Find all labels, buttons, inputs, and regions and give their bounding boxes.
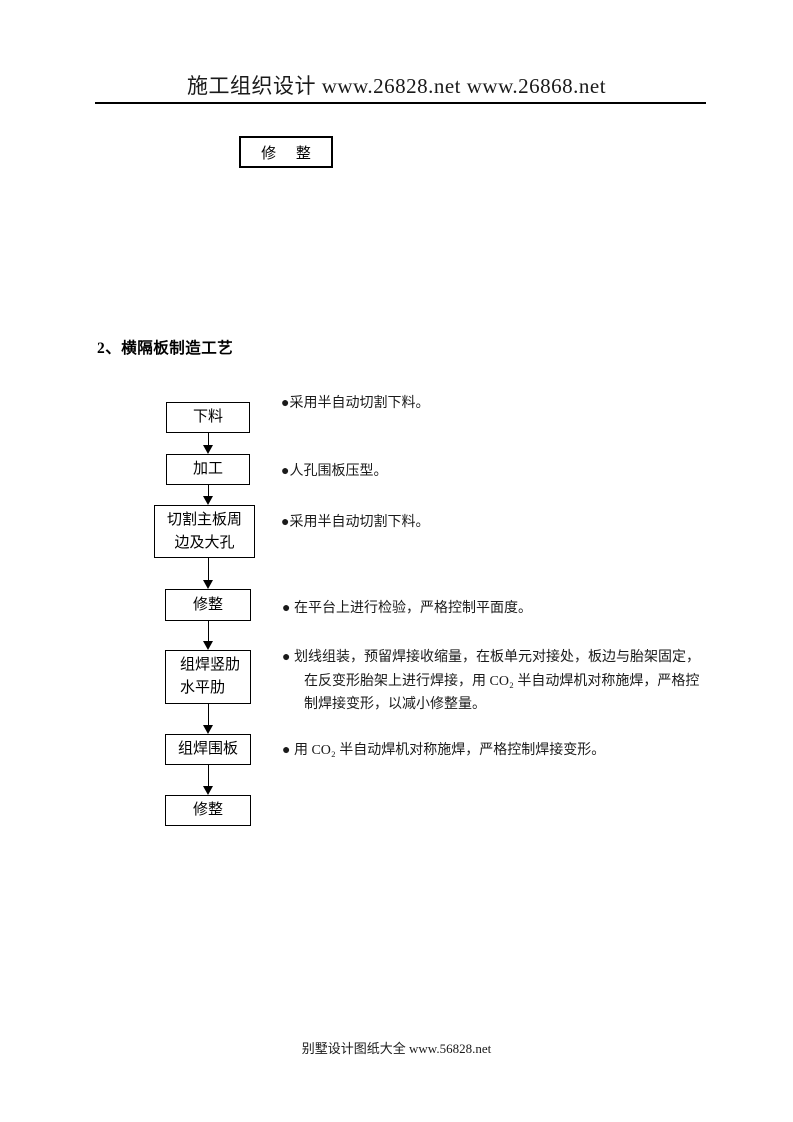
flow-note-xiuzheng: ● 在平台上进行检验，严格控制平面度。 xyxy=(282,601,532,616)
flow-box-label: 下料 xyxy=(192,409,223,425)
flow-box-xiuzheng-top: 修 整 xyxy=(239,136,333,168)
section-title: 2、横隔板制造工艺 xyxy=(97,340,234,357)
header-title: 施工组织设计 www.26828.net www.26868.net xyxy=(186,74,607,98)
flow-box-label: 修整 xyxy=(192,596,223,613)
arrow-down-icon xyxy=(202,621,214,650)
flow-box-label-line1: 切割主板周 xyxy=(166,511,242,528)
page-footer: 别墅设计图纸大全 www.56828.net xyxy=(301,1041,492,1056)
flow-note-qiege: ●采用半自动切割下料。 xyxy=(281,515,430,530)
arrow-down-icon xyxy=(202,558,214,589)
arrow-down-icon xyxy=(202,704,214,734)
flow-box-xiuzheng-1: 修整 xyxy=(165,589,251,621)
flow-box-xialiao: 下料 xyxy=(166,402,250,433)
flow-note-zuhan-weiban: ● 用 CO₂ 半自动焊机对称施焊，严格控制焊接变形。 xyxy=(282,743,606,758)
flow-box-jiagong: 加工 xyxy=(166,454,250,485)
flow-note-xialiao: ●采用半自动切割下料。 xyxy=(281,396,430,411)
flow-note-zuhan-shulei: ● 划线组装，预留焊接收缩量，在板单元对接处，板边与胎架固定，在反变形胎架上进行… xyxy=(282,650,700,712)
flow-box-qiege-zhuban: 切割主板周 边及大孔 xyxy=(154,505,255,558)
flow-box-label-line2: 边及大孔 xyxy=(174,534,235,551)
flow-box-label-line2: 水平肋 xyxy=(180,680,226,696)
flow-box-label: 加工 xyxy=(192,461,223,477)
flow-box-zuhan-shulei: 组焊竖肋 水平肋 xyxy=(165,650,251,704)
flow-box-label-line1: 组焊竖肋 xyxy=(180,657,241,673)
arrow-down-icon xyxy=(202,433,214,454)
flow-box-label: 组焊围板 xyxy=(177,741,238,757)
flow-box-zuhan-weiban: 组焊围板 xyxy=(165,734,251,765)
flow-box-label: 修 整 xyxy=(261,145,319,162)
arrow-down-icon xyxy=(202,485,214,505)
header-rule xyxy=(95,102,706,104)
flow-box-xiuzheng-2: 修整 xyxy=(165,795,251,826)
flow-note-jiagong: ●人孔围板压型。 xyxy=(281,464,388,479)
flow-box-label: 修整 xyxy=(192,802,223,818)
arrow-down-icon xyxy=(202,765,214,795)
